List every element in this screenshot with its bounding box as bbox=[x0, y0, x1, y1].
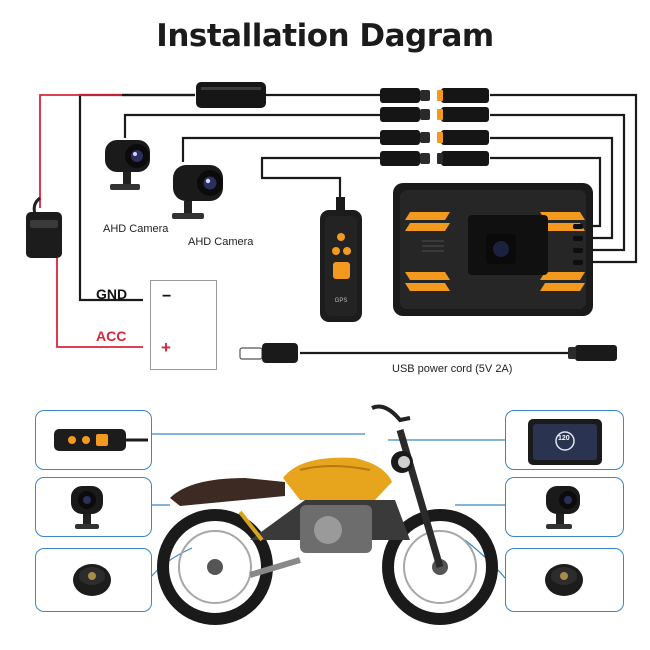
inline-fuse-holder bbox=[26, 198, 62, 258]
ahd-camera-rear bbox=[172, 165, 223, 219]
camera-icon bbox=[506, 478, 623, 536]
tire-sensor-icon bbox=[36, 549, 151, 611]
device-speed-readout: 120 bbox=[558, 435, 570, 442]
callout-front-tire-sensor bbox=[35, 548, 152, 612]
battery-plus-symbol: + bbox=[161, 338, 171, 358]
ahd-camera-front bbox=[105, 140, 150, 190]
acc-label: ACC bbox=[96, 328, 126, 344]
motorcycle-illustration bbox=[163, 407, 492, 620]
power-module bbox=[196, 82, 266, 108]
usb-cord-label: USB power cord (5V 2A) bbox=[392, 363, 512, 375]
battery-minus-symbol: − bbox=[162, 288, 171, 306]
ahd-camera-label-2: AHD Camera bbox=[188, 236, 253, 248]
main-dvr-device bbox=[393, 183, 593, 316]
callout-controller bbox=[35, 410, 152, 470]
camera-icon bbox=[36, 478, 151, 536]
gnd-label: GND bbox=[96, 286, 127, 302]
callout-rear-tire-sensor bbox=[505, 548, 624, 612]
callout-device: 120 bbox=[505, 410, 624, 470]
cable-connectors bbox=[380, 88, 489, 166]
tire-sensor-icon bbox=[506, 549, 623, 611]
callout-rear-camera bbox=[505, 477, 624, 537]
ahd-camera-label-1: AHD Camera bbox=[103, 223, 168, 235]
gps-controller: GPS bbox=[320, 197, 362, 322]
svg-text:GPS: GPS bbox=[335, 298, 348, 304]
callout-front-camera bbox=[35, 477, 152, 537]
controller-thumb-icon bbox=[36, 411, 151, 469]
